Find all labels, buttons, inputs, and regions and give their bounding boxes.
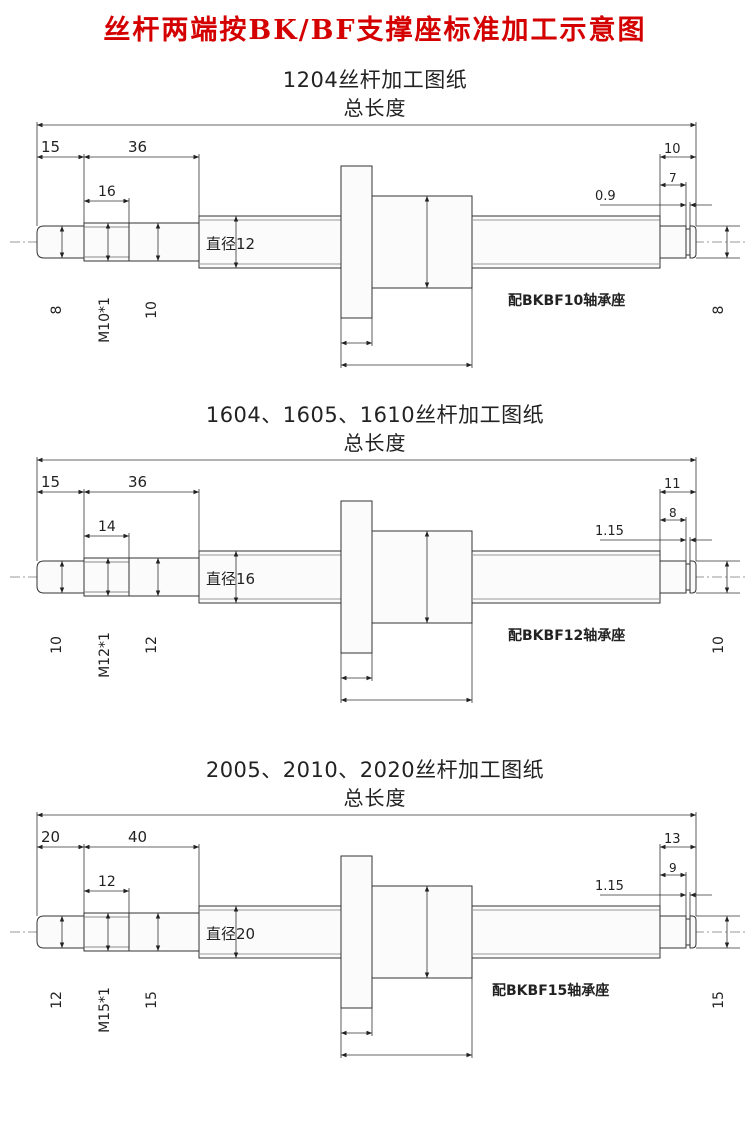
shaft-svg: 15 36 16 8 M10*1 10 直径12 10 7 0.9 8 配BKB…	[10, 122, 745, 368]
nut-flange	[340, 500, 373, 654]
left-length-1-label: 15	[41, 138, 60, 156]
right-end	[689, 225, 697, 259]
right-diameter-label: 8	[711, 306, 727, 315]
shaft-outline	[10, 500, 745, 654]
dimension-lines	[36, 457, 740, 703]
total-length-label: 总长度	[343, 96, 407, 120]
left-end-journal	[36, 560, 85, 594]
right-diameter-label: 15	[711, 991, 727, 1009]
bearing-diameter-label: 15	[144, 991, 160, 1009]
left-end-journal	[36, 915, 85, 949]
groove-width-label: 1.15	[595, 879, 624, 894]
total-length-label: 总长度	[343, 786, 407, 810]
right-journal	[659, 225, 687, 259]
right-length-label: 13	[664, 832, 681, 847]
dimension-labels: 15 36 16 8 M10*1 10 直径12 10 7 0.9 8 配BKB…	[41, 138, 727, 343]
screw-diameter-label: 直径20	[206, 925, 255, 943]
right-length-label: 10	[664, 142, 681, 157]
right-length-2-label: 7	[669, 171, 677, 185]
right-length-2-label: 8	[669, 506, 677, 520]
right-length-label: 11	[664, 477, 681, 492]
dimension-lines	[36, 812, 740, 1058]
dimension-labels: 20 40 12 12 M15*1 15 直径20 13 9 1.15 15 配…	[41, 828, 727, 1033]
shaft-outline	[10, 855, 745, 1009]
bearing-seat-label: 配BKBF10轴承座	[508, 292, 625, 309]
dimension-lines	[36, 122, 740, 368]
left-length-2-label: 36	[128, 473, 147, 491]
nut-body	[371, 530, 473, 624]
drawing-title: 1204丝杆加工图纸	[282, 68, 468, 92]
screw-body-right	[471, 550, 661, 604]
thread-length-label: 14	[98, 519, 116, 535]
right-end	[689, 915, 697, 949]
nut-flange	[340, 855, 373, 1009]
left-length-2-label: 40	[128, 828, 147, 846]
right-journal	[659, 915, 687, 949]
thread-spec-label: M10*1	[97, 297, 113, 343]
total-length-label: 总长度	[343, 431, 407, 455]
retaining-groove	[685, 918, 691, 946]
shaft-outline	[10, 165, 745, 319]
right-length-2-label: 9	[669, 861, 677, 875]
bearing-diameter-label: 10	[144, 301, 160, 319]
screw-body-left	[198, 215, 342, 269]
nut-body	[371, 885, 473, 979]
left-end-journal	[36, 225, 85, 259]
right-journal	[659, 560, 687, 594]
bearing-seat-label: 配BKBF15轴承座	[492, 982, 609, 999]
nut-body	[371, 195, 473, 289]
screw-diameter-label: 直径12	[206, 235, 255, 253]
thread-spec-label: M12*1	[97, 632, 113, 678]
main-title: 丝杆两端按BK/BF支撑座标准加工示意图	[103, 15, 647, 46]
left-length-2-label: 36	[128, 138, 147, 156]
shaft-svg: 15 36 14 10 M12*1 12 直径16 11 8 1.15 10 配…	[10, 457, 745, 703]
nut-flange	[340, 165, 373, 319]
end-diameter-label: 10	[49, 636, 65, 654]
retaining-groove	[685, 563, 691, 591]
shaft-drawing-3: 2005、2010、2020丝杆加工图纸 总长度	[0, 752, 750, 1112]
shaft-drawing-2: 1604、1605、1610丝杆加工图纸 总长度	[0, 397, 750, 757]
thread-length-label: 16	[98, 184, 116, 200]
bearing-journal	[128, 912, 200, 952]
drawing-title: 1604、1605、1610丝杆加工图纸	[205, 403, 545, 427]
bearing-journal	[128, 222, 200, 262]
right-diameter-label: 10	[711, 636, 727, 654]
bearing-diameter-label: 12	[144, 636, 160, 654]
dimension-labels: 15 36 14 10 M12*1 12 直径16 11 8 1.15 10 配…	[41, 473, 727, 678]
retaining-groove	[685, 228, 691, 256]
screw-diameter-label: 直径16	[206, 570, 255, 588]
screw-body-right	[471, 215, 661, 269]
groove-width-label: 1.15	[595, 524, 624, 539]
left-length-1-label: 15	[41, 473, 60, 491]
left-length-1-label: 20	[41, 828, 60, 846]
groove-width-label: 0.9	[595, 189, 616, 204]
drawing-title: 2005、2010、2020丝杆加工图纸	[205, 758, 545, 782]
shaft-svg: 20 40 12 12 M15*1 15 直径20 13 9 1.15 15 配…	[10, 812, 745, 1058]
screw-body-left	[198, 905, 342, 959]
end-diameter-label: 8	[49, 306, 65, 315]
bearing-seat-label: 配BKBF12轴承座	[508, 627, 625, 644]
thread-length-label: 12	[98, 874, 116, 890]
bearing-journal	[128, 557, 200, 597]
shaft-drawing-1: 1204丝杆加工图纸 总长度	[0, 62, 750, 422]
thread-section	[83, 557, 130, 597]
thread-section	[83, 912, 130, 952]
thread-section	[83, 222, 130, 262]
right-end	[689, 560, 697, 594]
thread-spec-label: M15*1	[97, 987, 113, 1033]
screw-body-right	[471, 905, 661, 959]
end-diameter-label: 12	[49, 991, 65, 1009]
